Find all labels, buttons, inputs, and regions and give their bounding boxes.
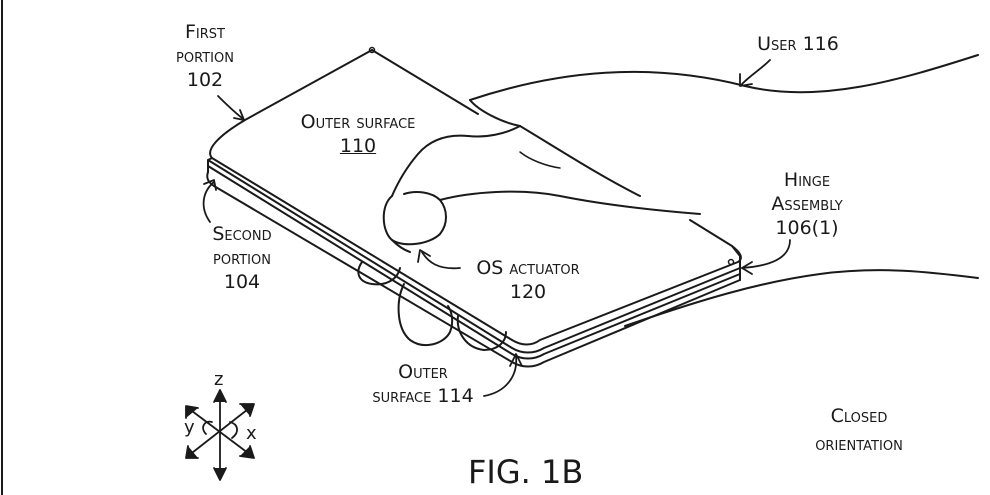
label-closed-orientation: Closed orientation (815, 405, 903, 455)
axis-label-x: x (246, 423, 257, 444)
x-axis (187, 405, 253, 457)
corner-dot (368, 46, 376, 54)
label-outer-surface-114: Outer surface 114 (372, 361, 474, 407)
label-user-116: User 116 (757, 33, 839, 55)
leader-lines (202, 59, 791, 397)
leader-hinge (741, 239, 791, 269)
user-hand (382, 99, 701, 253)
leader-user (741, 59, 771, 85)
label-os-actuator: OS actuator 120 (476, 257, 580, 303)
label-outer-surface-110: Outer surface 110 (300, 111, 416, 157)
leader-first-portion (217, 95, 243, 119)
axis-label-z: z (214, 369, 224, 390)
label-first-portion: First portion 102 (176, 21, 234, 91)
leader-outer-surface-114 (483, 355, 518, 397)
leader-second-portion (202, 181, 215, 223)
label-hinge-assembly: Hinge Assembly 106(1) (771, 169, 843, 239)
leader-os-actuator (421, 251, 461, 270)
axis-label-y: y (184, 417, 195, 438)
hinge-dot (727, 258, 735, 266)
axes-indicator (185, 389, 255, 481)
device (206, 46, 742, 368)
figure-caption: FIG. 1B (468, 453, 584, 491)
label-second-portion: Second portion 104 (212, 223, 272, 293)
